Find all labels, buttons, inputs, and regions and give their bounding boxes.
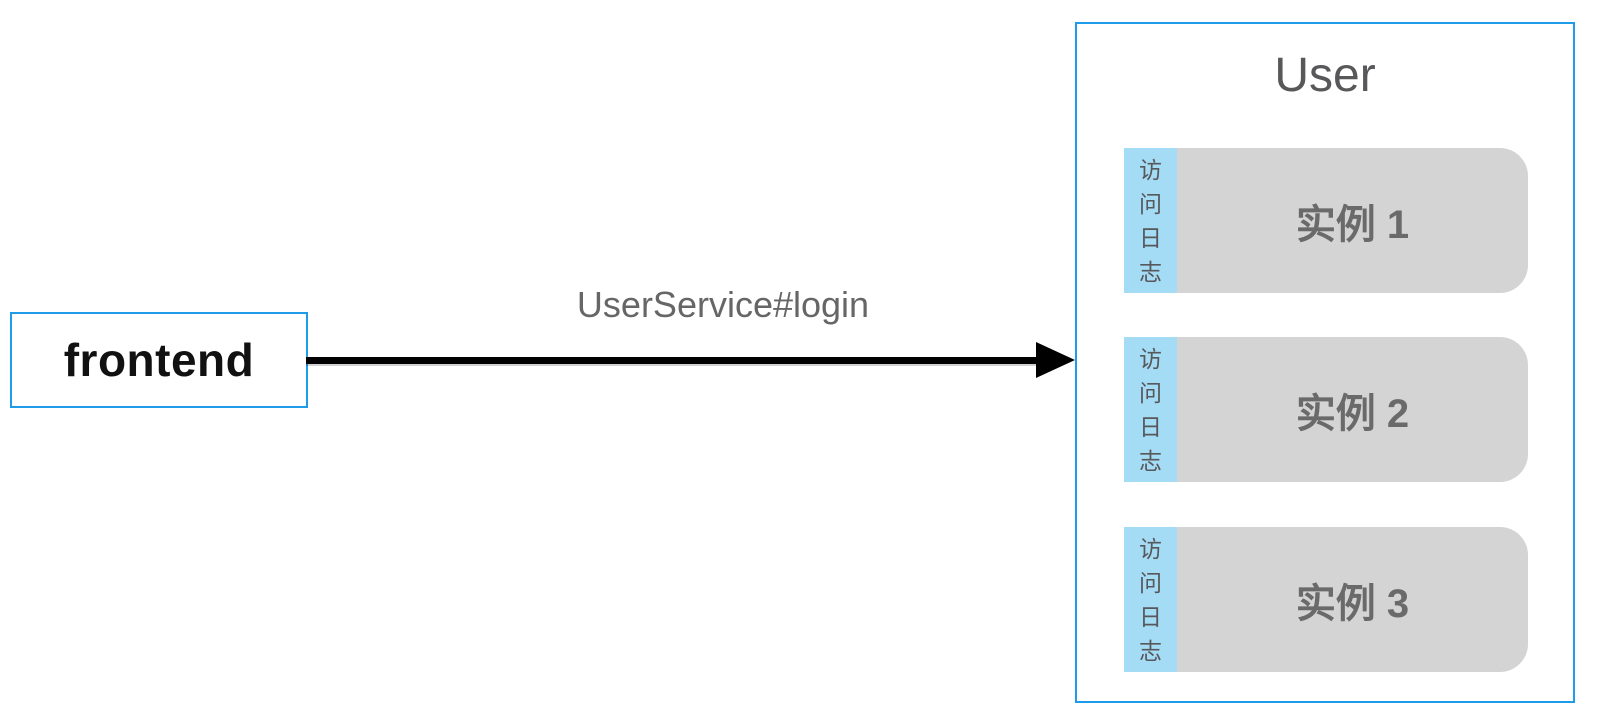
instance-3-access-log-tag: 访 问 日 志 [1124, 527, 1177, 672]
instance-2-access-log-tag: 访 问 日 志 [1124, 337, 1177, 482]
arrow-head-icon [1036, 342, 1075, 378]
frontend-node-label: frontend [63, 334, 255, 386]
instance-2-node: 实例 2 [1177, 337, 1528, 482]
arrow-label: UserService#login [576, 284, 870, 325]
instance-3-label: 实例 3 [1295, 581, 1410, 626]
instance-2-label: 实例 2 [1295, 391, 1410, 436]
instance-1-access-log-tag: 访 问 日 志 [1124, 148, 1177, 293]
frontend-node: frontend [10, 312, 308, 408]
instance-row-2: 访 问 日 志 实例 2 [1124, 337, 1528, 482]
arrow-shaft [306, 357, 1038, 364]
instance-1-label: 实例 1 [1295, 202, 1410, 247]
instance-3-node: 实例 3 [1177, 527, 1528, 672]
instance-row-1: 访 问 日 志 实例 1 [1124, 148, 1528, 293]
user-group: User 访 问 日 志 实例 1 访 问 日 志 实例 2 访 问 日 志 实… [1075, 22, 1575, 703]
instance-row-3: 访 问 日 志 实例 3 [1124, 527, 1528, 672]
instance-1-node: 实例 1 [1177, 148, 1528, 293]
user-group-title: User [1274, 49, 1376, 102]
